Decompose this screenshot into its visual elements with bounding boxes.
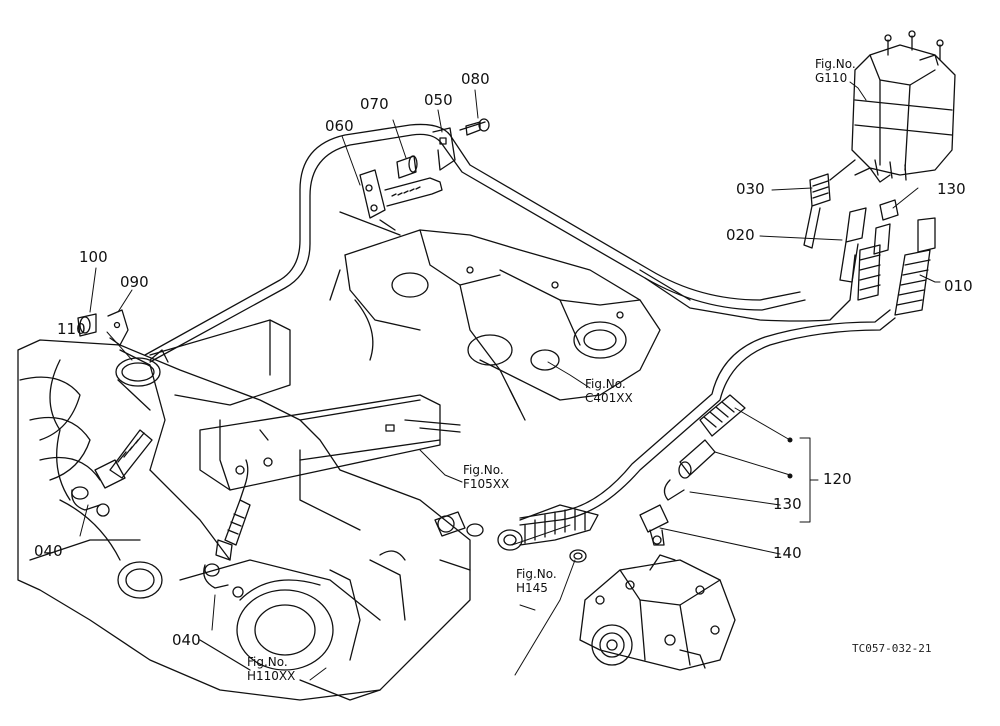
fig-ref-f105xx: Fig.No. F105XX bbox=[463, 463, 510, 492]
hydraulic-hose bbox=[519, 309, 896, 526]
drawing-code: TC057-032-21 bbox=[852, 642, 932, 655]
fig-ref-f105xx-line2: F105XX bbox=[463, 476, 510, 491]
callout-010: 010 bbox=[944, 277, 973, 295]
frame-beam bbox=[149, 319, 461, 531]
center-housing bbox=[329, 229, 661, 421]
axle-housing bbox=[17, 339, 471, 701]
fig-ref-c401xx-line1: Fig.No. bbox=[585, 377, 626, 391]
callout-130-lower: 130 bbox=[773, 495, 802, 513]
leader-dots bbox=[787, 437, 793, 479]
fig-ref-h145: Fig.No. H145 bbox=[516, 567, 557, 596]
hydraulic-pump bbox=[579, 554, 736, 671]
pipe-clamp-group bbox=[339, 118, 490, 236]
callout-070: 070 bbox=[360, 95, 389, 113]
callout-040-lower: 040 bbox=[172, 631, 201, 649]
fig-ref-g110: Fig.No. G110 bbox=[815, 57, 856, 86]
callout-040-left: 040 bbox=[34, 542, 63, 560]
callout-020: 020 bbox=[726, 226, 755, 244]
hydraulic-pipe bbox=[144, 123, 856, 363]
fig-ref-c401xx: Fig.No. C401XX bbox=[585, 377, 633, 406]
fig-ref-f105xx-line1: Fig.No. bbox=[463, 463, 504, 477]
callout-110: 110 bbox=[57, 320, 86, 338]
banjo-fitting bbox=[434, 504, 599, 563]
hose-assembly-120 bbox=[639, 394, 746, 546]
left-hose-fittings bbox=[71, 429, 251, 598]
callout-100: 100 bbox=[79, 248, 108, 266]
right-fittings bbox=[803, 159, 936, 316]
callout-130-upper: 130 bbox=[937, 180, 966, 198]
leader-lines bbox=[79, 81, 941, 681]
fig-ref-h145-line2: H145 bbox=[516, 580, 548, 595]
callout-090: 090 bbox=[120, 273, 149, 291]
callout-050: 050 bbox=[424, 91, 453, 109]
fig-ref-c401xx-line2: C401XX bbox=[585, 390, 633, 405]
fig-ref-h110xx-line2: H110XX bbox=[247, 668, 296, 683]
fig-ref-h110xx: Fig.No. H110XX bbox=[247, 655, 296, 684]
fig-ref-h145-line1: Fig.No. bbox=[516, 567, 557, 581]
fig-ref-g110-line1: Fig.No. bbox=[815, 57, 856, 71]
callout-140: 140 bbox=[773, 544, 802, 562]
control-valve bbox=[851, 30, 956, 181]
callout-120: 120 bbox=[823, 470, 852, 488]
fig-ref-h110xx-line1: Fig.No. bbox=[247, 655, 288, 669]
callout-030: 030 bbox=[736, 180, 765, 198]
callout-080: 080 bbox=[461, 70, 490, 88]
callout-060: 060 bbox=[325, 117, 354, 135]
fig-ref-g110-line2: G110 bbox=[815, 70, 848, 85]
